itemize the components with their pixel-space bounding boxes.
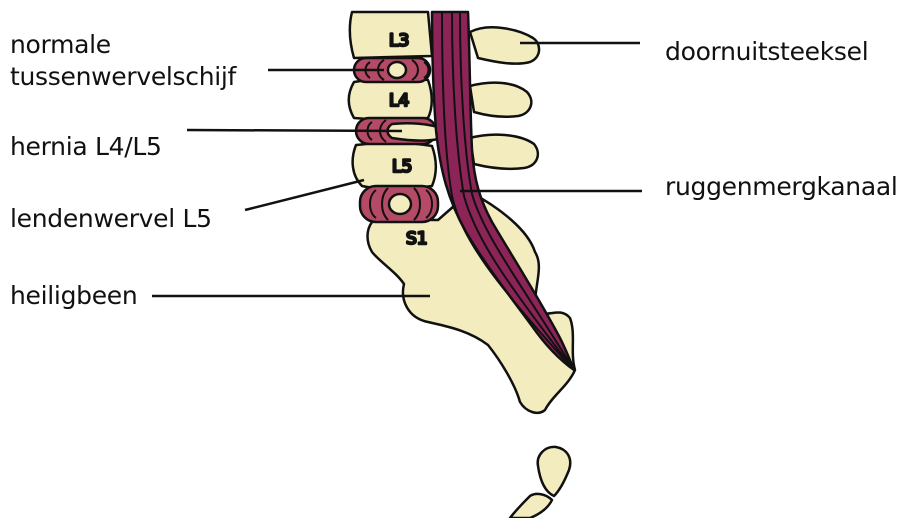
spinous-process-l4: [470, 83, 531, 117]
vertebra-label-l3: L3: [389, 31, 409, 51]
label-normal-disc-line1: normale: [10, 30, 111, 60]
label-spinous-process: doornuitsteeksel: [665, 37, 868, 67]
spinous-process-l5: [470, 135, 538, 169]
coccyx-tip: [510, 494, 552, 518]
label-hernia: hernia L4/L5: [10, 132, 162, 162]
label-normal-disc-line2: tussenwervelschijf: [10, 62, 236, 92]
label-lumbar-vertebra: lendenwervel L5: [10, 204, 212, 234]
label-spinal-canal: ruggenmergkanaal: [665, 172, 898, 202]
spinous-process-l3: [470, 27, 539, 63]
vertebra-label-s1: S1: [406, 229, 428, 249]
vertebra-label-l5: L5: [392, 157, 412, 177]
disc-l5-s1: [360, 186, 438, 222]
leader-lumbar-vertebra: [245, 180, 364, 210]
leader-hernia: [187, 130, 402, 131]
coccyx-upper: [538, 447, 571, 496]
vertebra-label-l4: L4: [389, 91, 409, 111]
label-sacrum: heiligbeen: [10, 281, 137, 311]
